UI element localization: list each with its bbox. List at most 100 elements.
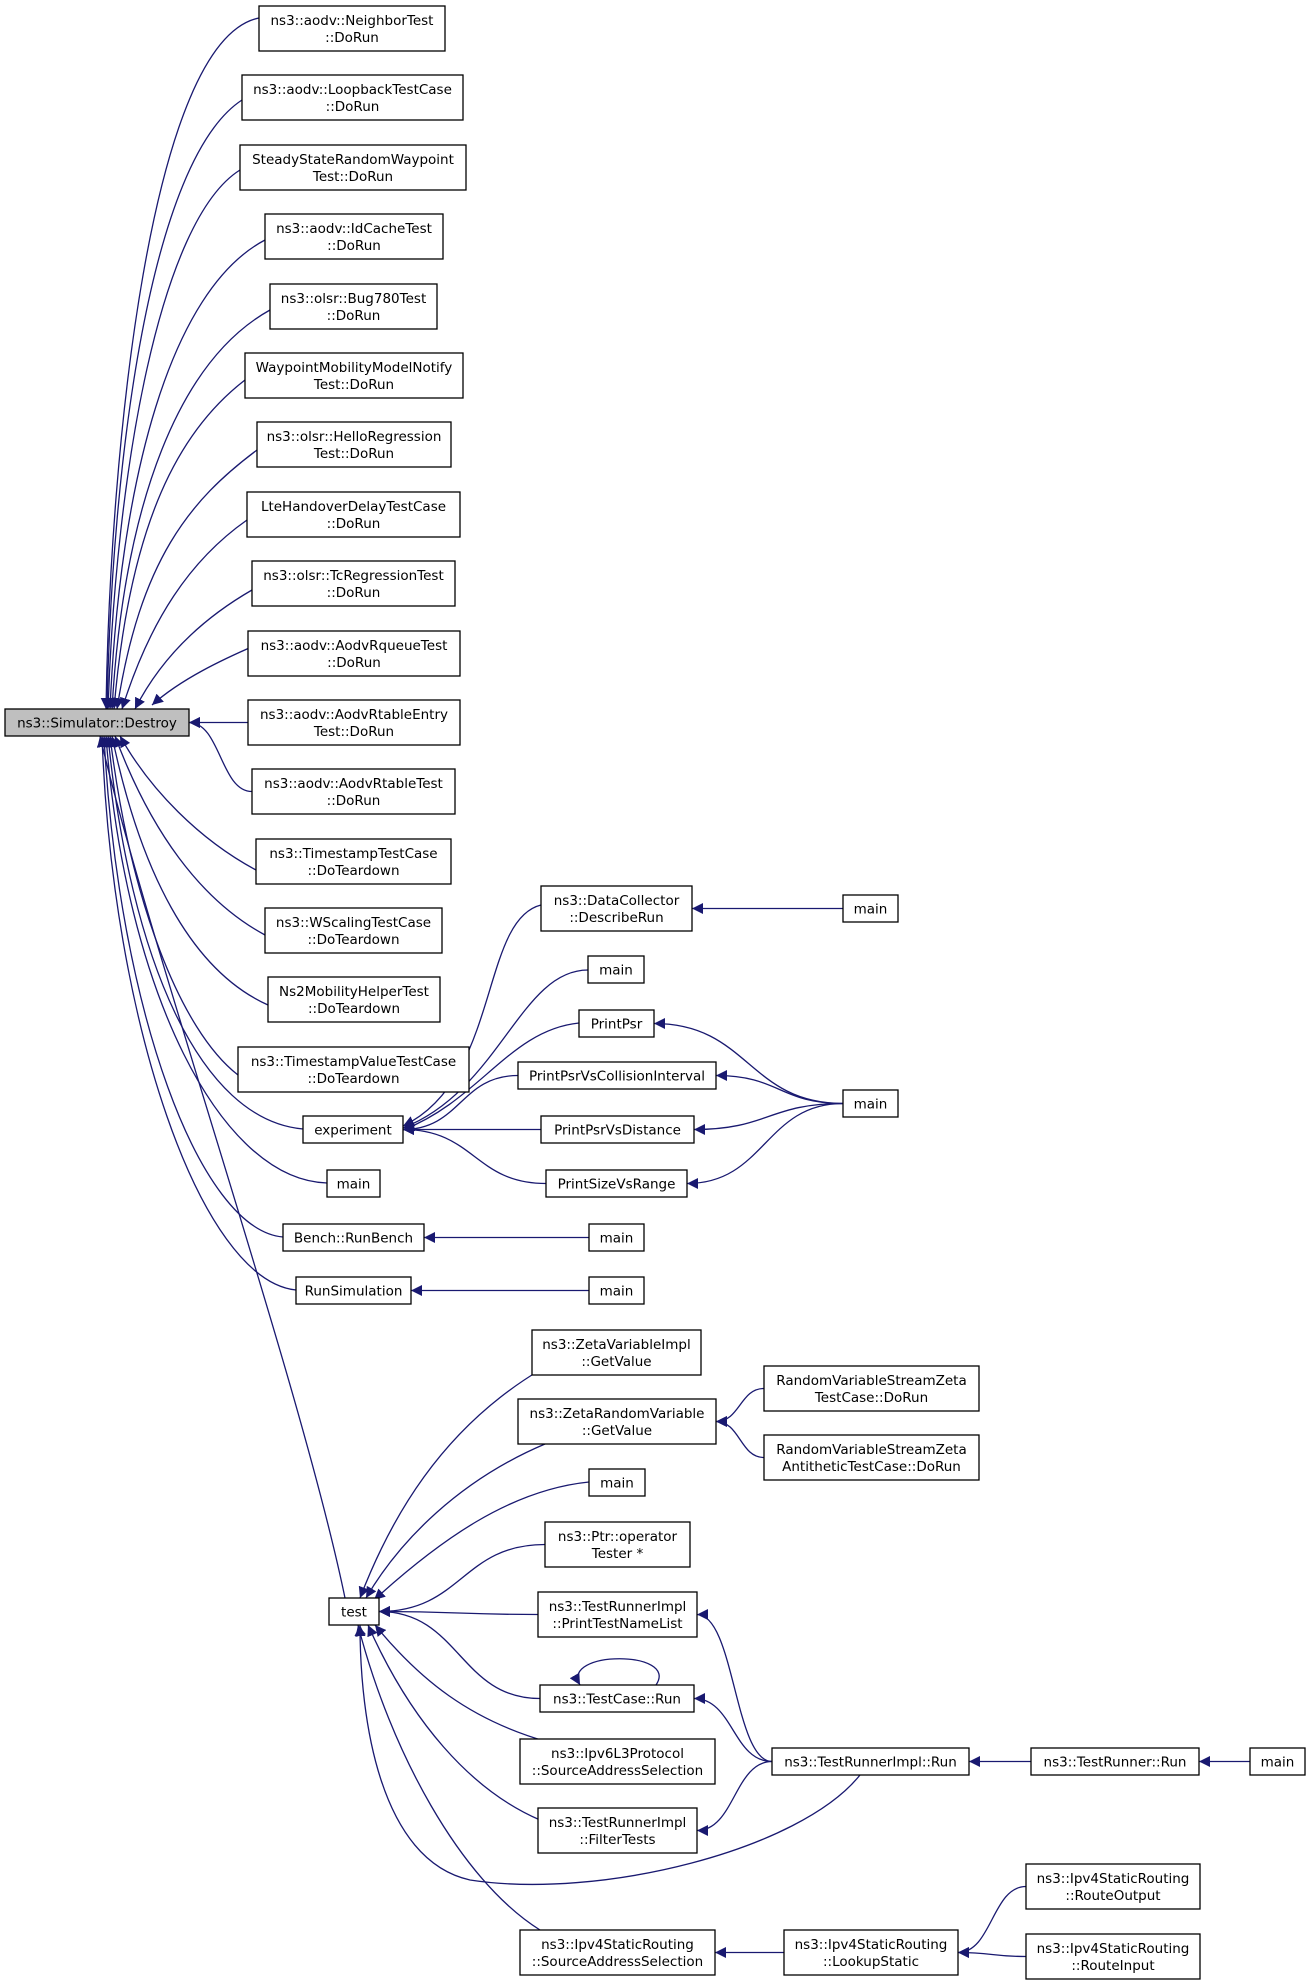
graph-node-destroy[interactable]: ns3::Simulator::Destroy: [4, 708, 190, 737]
node-box: [255, 838, 452, 885]
graph-node-n_ipv4sas[interactable]: ns3::Ipv4StaticRouting::SourceAddressSel…: [519, 1929, 716, 1976]
node-label-line: ::SourceAddressSelection: [532, 1954, 703, 1970]
graph-node-n_zetaimpl[interactable]: ns3::ZetaVariableImpl::GetValue: [531, 1329, 702, 1376]
call-edge-n_routeinput-to-n_lookupstatic: [957, 1947, 1027, 1959]
node-box: [247, 630, 461, 677]
graph-node-n_experiment[interactable]: experiment: [302, 1115, 404, 1144]
graph-node-n_ipv6sas[interactable]: ns3::Ipv6L3Protocol::SourceAddressSelect…: [519, 1738, 716, 1785]
node-box: [842, 894, 899, 923]
call-edge-n_timestamp-to-destroy: [119, 735, 257, 871]
node-label-line: AntitheticTestCase::DoRun: [782, 1459, 961, 1475]
graph-node-n_bug780[interactable]: ns3::olsr::Bug780Test::DoRun: [269, 283, 438, 330]
node-box: [244, 352, 464, 399]
node-label-line: ns3::TimestampValueTestCase: [251, 1054, 456, 1070]
node-box: [1030, 1747, 1200, 1776]
graph-node-n_tcreg[interactable]: ns3::olsr::TcRegressionTest::DoRun: [251, 560, 456, 607]
node-box: [763, 1365, 980, 1412]
node-label-line: PrintPsrVsCollisionInterval: [529, 1069, 705, 1085]
graph-node-n_runsim[interactable]: RunSimulation: [295, 1276, 412, 1305]
node-box: [326, 1169, 381, 1198]
node-label-line: WaypointMobilityModelNotify: [256, 360, 453, 376]
call-edge-n_zetaimpl-to-n_test: [358, 1369, 541, 1599]
graph-node-n_wscaling[interactable]: ns3::WScalingTestCase::DoTeardown: [264, 907, 443, 954]
graph-node-n_tsvalue[interactable]: ns3::TimestampValueTestCase::DoTeardown: [237, 1046, 470, 1093]
node-label-line: ns3::Ipv4StaticRouting: [1037, 1941, 1190, 1957]
call-edge-n_ptrop-to-n_test: [378, 1543, 546, 1617]
graph-node-n_main_runsim[interactable]: main: [588, 1276, 645, 1305]
graph-node-n_printtestname[interactable]: ns3::TestRunnerImpl::PrintTestNameList: [537, 1591, 698, 1638]
graph-node-n_idcache[interactable]: ns3::aodv::IdCacheTest::DoRun: [264, 213, 444, 260]
call-edge-n_filtertests-to-n_test: [367, 1624, 541, 1821]
node-label-line: ns3::TestRunner::Run: [1044, 1755, 1187, 1771]
call-edge-n_routeoutput-to-n_lookupstatic: [957, 1885, 1027, 1958]
graph-node-n_routeinput[interactable]: ns3::Ipv4StaticRouting::RouteInput: [1025, 1933, 1201, 1980]
graph-node-n_rqueue[interactable]: ns3::aodv::AodvRqueueTest::DoRun: [247, 630, 461, 677]
node-box: [269, 283, 438, 330]
graph-node-n_main_tr[interactable]: main: [1249, 1747, 1306, 1776]
graph-node-n_main_dc[interactable]: main: [842, 894, 899, 923]
call-edge-n_ns2mob-to-destroy: [108, 735, 269, 1006]
node-label-line: main: [600, 1284, 634, 1300]
node-box: [241, 74, 464, 121]
node-label-line: ns3::Ptr::operator: [558, 1529, 678, 1545]
node-label-line: ns3::olsr::Bug780Test: [281, 291, 426, 307]
graph-node-n_ns2mob[interactable]: Ns2MobilityHelperTest::DoTeardown: [267, 976, 441, 1023]
graph-node-n_testrunnerrun[interactable]: ns3::TestRunner::Run: [1030, 1747, 1200, 1776]
node-label-line: ns3::aodv::AodvRtableEntry: [260, 707, 448, 723]
node-label-line: Test::DoRun: [313, 724, 394, 740]
node-box: [540, 885, 693, 932]
call-edge-n_main_psr-to-n_sizerange: [686, 1102, 844, 1189]
graph-node-n_psrcoll[interactable]: PrintPsrVsCollisionInterval: [517, 1061, 717, 1090]
graph-node-n_trimplrun[interactable]: ns3::TestRunnerImpl::Run: [771, 1747, 970, 1776]
node-label-line: main: [854, 902, 888, 918]
node-label-line: ns3::Ipv4StaticRouting: [1037, 1871, 1190, 1887]
node-label-line: Test::DoRun: [313, 377, 394, 393]
node-box: [264, 907, 443, 954]
node-label-line: ns3::aodv::LoopbackTestCase: [253, 82, 452, 98]
node-label-line: ns3::olsr::TcRegressionTest: [263, 568, 444, 584]
graph-node-n_printpsr[interactable]: PrintPsr: [578, 1009, 655, 1038]
graph-node-n_test[interactable]: test: [328, 1597, 380, 1626]
graph-node-n_sizerange[interactable]: PrintSizeVsRange: [545, 1169, 688, 1198]
graph-node-n_main_psr[interactable]: main: [842, 1089, 899, 1118]
node-label-line: ns3::olsr::HelloRegression: [267, 429, 442, 445]
graph-node-n_testcaserun[interactable]: ns3::TestCase::Run: [539, 1684, 695, 1713]
node-label-line: ::DoRun: [327, 793, 381, 809]
graph-node-n_zetarv[interactable]: ns3::ZetaRandomVariable::GetValue: [517, 1398, 717, 1445]
edges-layer: [96, 17, 1250, 1959]
node-label-line: ns3::TestRunnerImpl: [549, 1599, 687, 1615]
graph-node-n_routeoutput[interactable]: ns3::Ipv4StaticRouting::RouteOutput: [1025, 1863, 1201, 1910]
graph-node-n_neighbor[interactable]: ns3::aodv::NeighborTest::DoRun: [258, 5, 446, 52]
graph-node-n_runbench[interactable]: Bench::RunBench: [282, 1223, 425, 1252]
graph-node-n_main_b[interactable]: main: [587, 955, 645, 984]
graph-node-n_lookupstatic[interactable]: ns3::Ipv4StaticRouting::LookupStatic: [783, 1929, 959, 1976]
node-box: [282, 1223, 425, 1252]
graph-node-n_psrdist[interactable]: PrintPsrVsDistance: [540, 1115, 695, 1144]
call-edge-n_runbench-to-destroy: [99, 735, 284, 1238]
graph-node-n_datacollector[interactable]: ns3::DataCollector::DescribeRun: [540, 885, 693, 932]
graph-node-n_rtable[interactable]: ns3::aodv::AodvRtableTest::DoRun: [251, 768, 456, 815]
node-label-line: ::GetValue: [581, 1354, 651, 1370]
node-box: [588, 1276, 645, 1305]
call-edge-n_printpsr-to-n_experiment: [402, 1022, 580, 1132]
node-box: [578, 1009, 655, 1038]
node-label-line: ns3::TestRunnerImpl: [549, 1815, 687, 1831]
graph-node-n_ltehandover[interactable]: LteHandoverDelayTestCase::DoRun: [246, 491, 461, 538]
call-edge-n_ipv6sas-to-n_test: [374, 1624, 549, 1743]
graph-node-n_filtertests[interactable]: ns3::TestRunnerImpl::FilterTests: [537, 1807, 698, 1854]
call-edge-n_tsvalue-to-destroy: [105, 735, 239, 1076]
graph-node-n_main_a[interactable]: main: [326, 1169, 381, 1198]
node-box: [540, 1115, 695, 1144]
graph-node-n_timestamp[interactable]: ns3::TimestampTestCase::DoTeardown: [255, 838, 452, 885]
graph-node-n_main_test[interactable]: main: [588, 1468, 646, 1497]
graph-node-n_main_bench[interactable]: main: [588, 1223, 645, 1252]
graph-node-n_rvszetaanti[interactable]: RandomVariableStreamZetaAntitheticTestCa…: [763, 1434, 980, 1481]
graph-node-n_loopback[interactable]: ns3::aodv::LoopbackTestCase::DoRun: [241, 74, 464, 121]
node-label-line: ns3::aodv::IdCacheTest: [276, 221, 432, 237]
